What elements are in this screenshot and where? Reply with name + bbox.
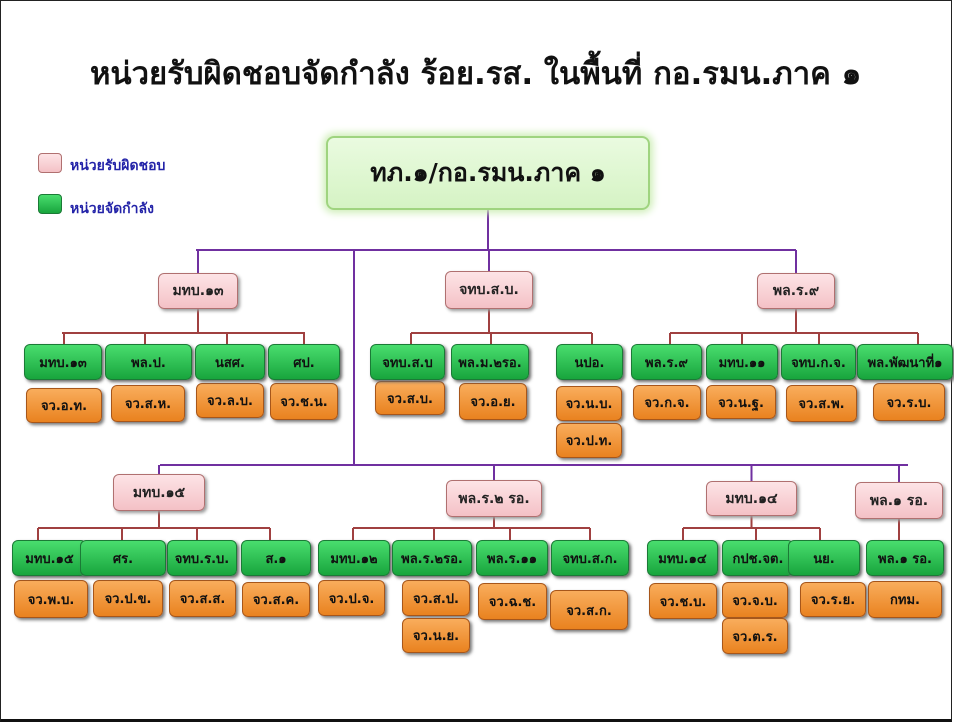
province-node: จว.น.ย. <box>402 618 470 653</box>
responsible-unit: จทบ.ส.บ. <box>445 271 533 309</box>
force-unit: พล.พัฒนาที่๑ <box>857 344 953 380</box>
force-unit: พล.ร.๙ <box>631 344 702 380</box>
legend-swatch-responsible <box>38 153 62 173</box>
province-node: กทม. <box>868 581 942 618</box>
province-node: จว.น.ฐ. <box>706 385 776 419</box>
force-unit: พล.๑ รอ. <box>866 540 944 576</box>
force-unit: จทบ.ส.บ <box>370 344 445 380</box>
force-unit: จทบ.ส.ก. <box>551 540 629 576</box>
legend-label-responsible: หน่วยรับผิดชอบ <box>70 158 166 174</box>
force-unit: จทบ.ร.บ. <box>167 540 237 576</box>
province-node: จว.ป.จ. <box>318 580 385 616</box>
legend-swatch-force <box>38 194 62 214</box>
force-unit: จทบ.ก.จ. <box>781 344 856 380</box>
province-node: จว.ต.ร. <box>722 618 788 654</box>
province-node: จว.พ.บ. <box>14 580 88 618</box>
province-node: จว.น.บ. <box>556 386 622 421</box>
province-node: จว.อ.ท. <box>26 388 102 423</box>
responsible-unit: พล.ร.๒ รอ. <box>446 480 542 517</box>
force-unit: นสศ. <box>195 344 265 380</box>
province-node: จว.ส.ป. <box>402 580 470 616</box>
force-unit: มทบ.๑๔ <box>647 540 718 576</box>
force-unit: ศป. <box>268 344 340 380</box>
force-unit: ศร. <box>80 540 166 576</box>
province-node: จว.ส.ส. <box>169 580 236 617</box>
province-node: จว.ร.บ. <box>873 383 945 421</box>
province-node: จว.อ.ย. <box>459 383 527 420</box>
page-title: หน่วยรับผิดชอบจัดกำลัง ร้อย.รส. ในพื้นที… <box>90 56 862 92</box>
province-node: จว.ป.ท. <box>556 423 622 458</box>
responsible-unit: มทบ.๑๓ <box>158 273 238 309</box>
responsible-unit: มทบ.๑๔ <box>706 481 797 516</box>
responsible-unit: มทบ.๑๕ <box>113 474 205 511</box>
province-node: จว.ล.บ. <box>196 383 264 418</box>
force-unit: นย. <box>788 540 860 576</box>
province-node: จว.ป.ข. <box>93 580 163 617</box>
force-unit: กปช.จต. <box>722 540 794 576</box>
province-node: จว.ก.จ. <box>633 385 701 420</box>
legend-label-force: หน่วยจัดกำลัง <box>70 201 154 217</box>
province-node: จว.ช.น. <box>270 383 338 420</box>
responsible-unit: พล.๑ รอ. <box>855 482 943 519</box>
force-unit: พล.ร.๒รอ. <box>392 540 472 576</box>
province-node: จว.ร.ย. <box>800 582 866 617</box>
province-node: จว.ส.บ. <box>375 381 445 415</box>
province-node: จว.ส.ค. <box>242 582 310 617</box>
force-unit: พล.ม.๒รอ. <box>451 344 529 380</box>
province-node: จว.ช.บ. <box>649 583 717 619</box>
force-unit: พล.ร.๑๑ <box>476 540 548 576</box>
force-unit: มทบ.๑๓ <box>24 344 102 380</box>
province-node: จว.ส.ห. <box>111 385 185 422</box>
province-node: จว.ส.พ. <box>786 385 857 422</box>
force-unit: มทบ.๑๒ <box>318 540 390 576</box>
responsible-unit: พล.ร.๙ <box>757 273 835 309</box>
province-node: จว.จ.บ. <box>722 582 788 618</box>
force-unit: มทบ.๑๑ <box>706 344 778 380</box>
force-unit: มทบ.๑๕ <box>12 540 87 576</box>
province-node: จว.ฉ.ช. <box>478 583 547 620</box>
force-unit: นปอ. <box>556 344 623 380</box>
force-unit: พล.ป. <box>105 344 192 380</box>
root-node: ทภ.๑/กอ.รมน.ภาค ๑ <box>326 136 650 210</box>
force-unit: ส.๑ <box>241 540 311 576</box>
province-node: จว.ส.ก. <box>550 590 628 630</box>
